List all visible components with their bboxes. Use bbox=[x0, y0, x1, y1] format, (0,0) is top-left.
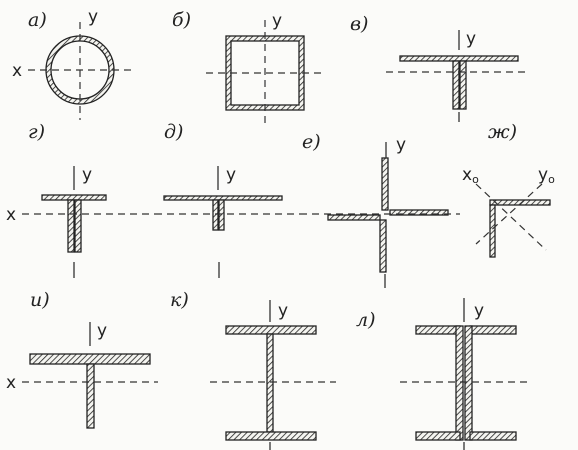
panel-a-tube-section: а) x y bbox=[12, 7, 134, 120]
top-flange-left bbox=[415, 325, 461, 335]
web bbox=[86, 363, 95, 429]
y-axis-label: y bbox=[226, 165, 236, 185]
panel-zh-angle-section: ж) xo yo bbox=[462, 121, 555, 258]
y-axis-label: y bbox=[82, 165, 92, 185]
vertical-leg-bottom bbox=[379, 219, 387, 273]
web-left bbox=[452, 60, 460, 110]
flange bbox=[399, 55, 519, 62]
web-left bbox=[455, 325, 464, 441]
bottom-flange-left bbox=[415, 431, 461, 441]
x0-axis-line bbox=[475, 183, 547, 251]
panel-label: д) bbox=[164, 121, 183, 143]
y-axis-label: y bbox=[272, 11, 282, 31]
panel-label: а) bbox=[28, 9, 47, 31]
flange bbox=[29, 353, 151, 365]
x0-axis-label: xo bbox=[462, 165, 479, 186]
y-axis-label: y bbox=[474, 301, 484, 321]
web-left bbox=[212, 199, 219, 231]
panel-b-box-section: б) y bbox=[172, 9, 326, 126]
flange bbox=[41, 194, 107, 201]
web-right bbox=[218, 199, 225, 231]
top-flange-right bbox=[469, 325, 517, 335]
x-axis-label: x bbox=[12, 61, 22, 81]
panel-label: л) bbox=[356, 309, 376, 331]
horizontal-leg-left bbox=[327, 214, 381, 221]
y0-axis-line bbox=[475, 183, 543, 245]
panel-i-tee-section: и) x y bbox=[6, 289, 158, 429]
panel-label: и) bbox=[30, 289, 50, 311]
panel-g-tee-section: г) x y bbox=[6, 121, 155, 278]
panel-l-built-up-section: л) y bbox=[356, 298, 530, 450]
panel-label: б) bbox=[172, 9, 191, 31]
y0-axis-label: yo bbox=[538, 165, 555, 186]
angle-leg-horizontal bbox=[489, 199, 551, 206]
panel-k-ibeam-section: к) y bbox=[170, 289, 336, 450]
y-axis-label: y bbox=[97, 321, 107, 341]
y-axis-label: y bbox=[396, 135, 406, 155]
web bbox=[266, 333, 274, 433]
y-axis-label: y bbox=[88, 7, 98, 27]
panel-label: в) bbox=[350, 13, 368, 35]
vertical-leg-top bbox=[381, 157, 389, 211]
bottom-flange bbox=[225, 431, 317, 441]
panel-label: г) bbox=[28, 121, 45, 143]
web-right bbox=[459, 60, 467, 110]
y-axis-label: y bbox=[278, 301, 288, 321]
panel-label: ж) bbox=[488, 121, 517, 143]
bottom-flange-right bbox=[469, 431, 517, 441]
x-axis-label: x bbox=[6, 373, 16, 393]
web-left bbox=[67, 199, 75, 253]
panel-v-tee-section: в) y bbox=[350, 13, 530, 122]
panel-d-tee-section: д) y bbox=[155, 121, 300, 278]
panel-label: е) bbox=[302, 131, 321, 153]
top-flange bbox=[225, 325, 317, 335]
y-axis-label: y bbox=[466, 29, 476, 49]
x-axis-label: x bbox=[6, 205, 16, 225]
angle-leg-vertical bbox=[489, 204, 496, 258]
horizontal-leg-right bbox=[389, 209, 449, 216]
panel-e-cross-section: е) y bbox=[300, 131, 460, 288]
web-right bbox=[464, 325, 473, 441]
web-right bbox=[74, 199, 82, 253]
panel-label: к) bbox=[170, 289, 189, 311]
